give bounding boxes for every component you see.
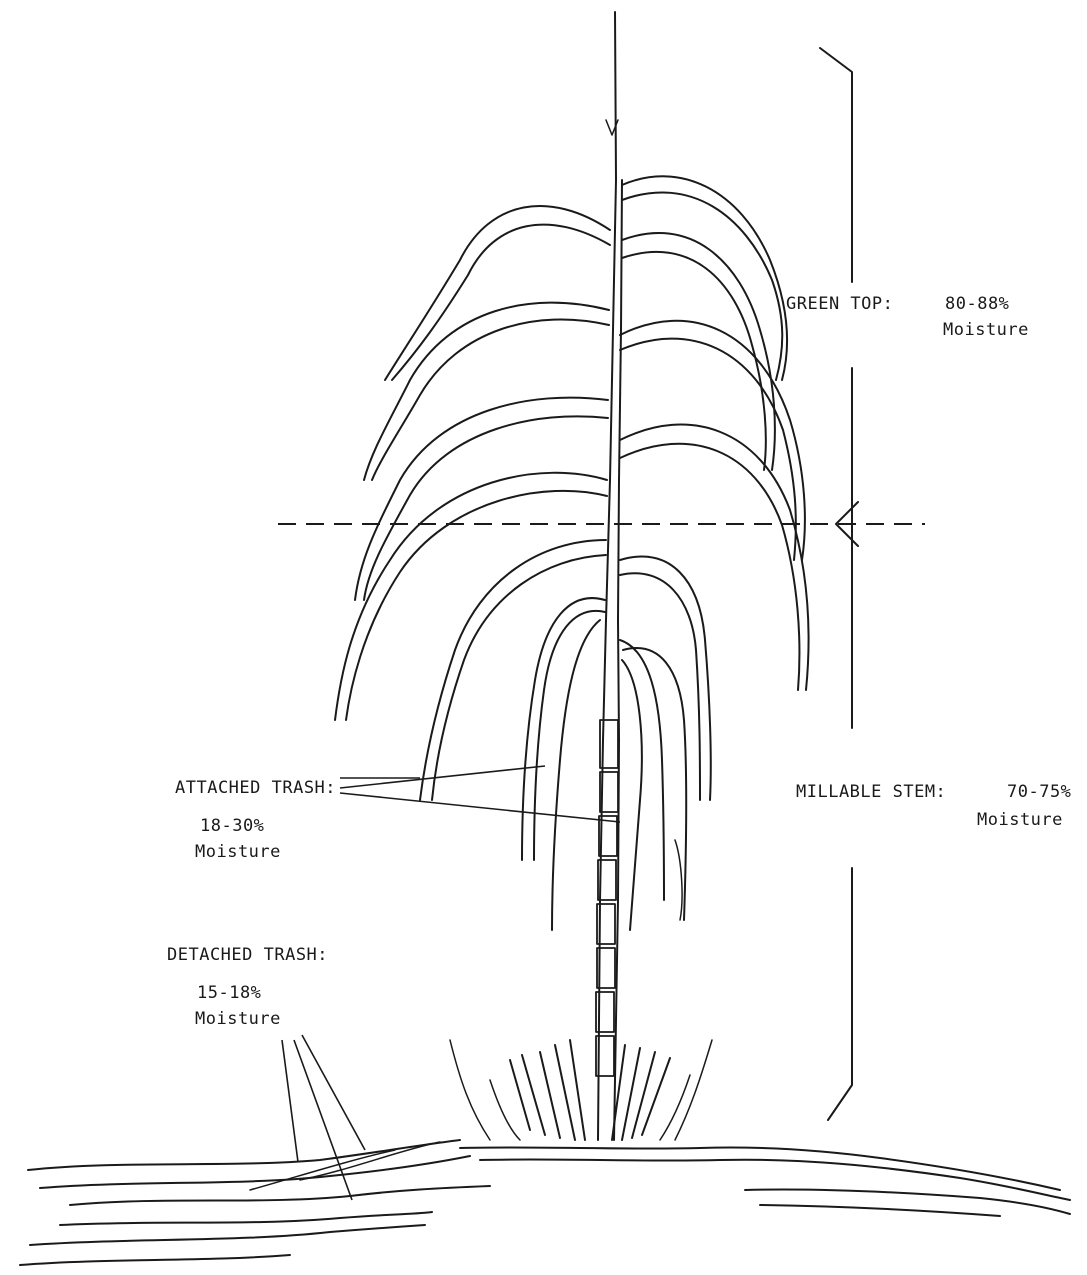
stubble-cluster: [450, 1040, 712, 1140]
green-top-range: 80-88%: [945, 296, 1009, 313]
attached-trash-unit: Moisture: [195, 844, 281, 861]
detached-trash-unit: Moisture: [195, 1011, 281, 1028]
millable-stem-range: 70-75%: [1007, 784, 1071, 801]
green-top-unit: Moisture: [943, 322, 1029, 339]
drooping-leaves: [522, 598, 686, 930]
right-bracket: [820, 48, 852, 1120]
attached-trash-range: 18-30%: [200, 818, 264, 835]
detached-trash-range: 15-18%: [197, 985, 261, 1002]
attached-trash-leaders: [340, 766, 620, 822]
stalk: [598, 12, 622, 1140]
millable-stem-label: MILLABLE STEM:: [796, 784, 946, 801]
detached-trash-label: DETACHED TRASH:: [167, 947, 328, 964]
millable-stem-unit: Moisture: [977, 812, 1063, 829]
green-top-label: GREEN TOP:: [786, 296, 893, 313]
ground-litter: [20, 1140, 1070, 1265]
attached-trash-label: ATTACHED TRASH:: [175, 780, 336, 797]
leaves-right: [620, 176, 809, 800]
leaves-left: [335, 206, 610, 800]
